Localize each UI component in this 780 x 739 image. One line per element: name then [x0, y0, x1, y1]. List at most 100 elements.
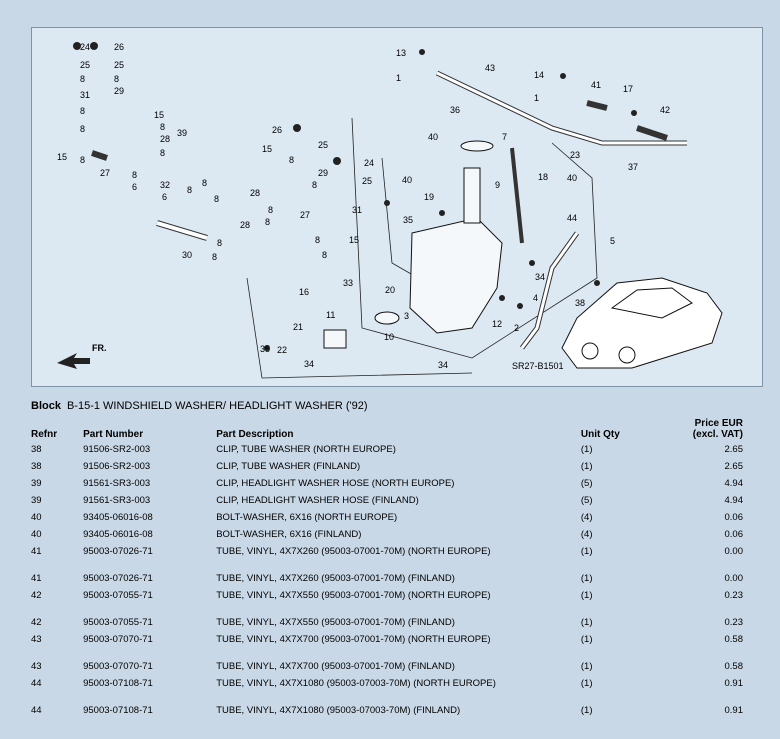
callout-label: 34 [535, 272, 545, 282]
callout-label: 8 [265, 217, 270, 227]
cell-refnr: 40 [31, 529, 42, 540]
cell-part-number: 95003-07070-71 [83, 661, 153, 672]
cell-price: 0.00 [724, 573, 744, 584]
cell-price: 4.94 [724, 495, 744, 506]
cell-price: 0.06 [724, 529, 744, 540]
cell-refnr: 44 [31, 705, 42, 716]
cell-part-number: 91506-SR2-003 [83, 461, 151, 472]
callout-label: 22 [277, 345, 287, 355]
cell-refnr: 38 [31, 461, 42, 472]
callout-label: 8 [160, 148, 165, 158]
callout-label: 7 [502, 132, 507, 142]
callout-label: 40 [567, 173, 577, 183]
cell-description: BOLT-WASHER, 6X16 (FINLAND) [216, 529, 362, 540]
callout-label: 8 [187, 185, 192, 195]
callout-label: 8 [80, 74, 85, 84]
callout-label: 27 [100, 168, 110, 178]
col-price: Price EUR(excl. VAT) [662, 418, 743, 444]
callout-label: 41 [591, 80, 601, 90]
callout-label: 1 [534, 93, 539, 103]
cell-refnr: 38 [31, 444, 42, 455]
cell-price: 0.00 [724, 546, 744, 557]
callout-label: 11 [326, 310, 335, 320]
col-part-number: Part Number [83, 429, 144, 440]
cell-description: TUBE, VINYL, 4X7X550 (95003-07001-70M) (… [216, 590, 491, 601]
cell-price: 0.06 [724, 512, 744, 523]
callout-label: 6 [132, 182, 137, 192]
parts-table: Refnr Part Number Part Description Unit … [31, 418, 743, 722]
cell-refnr: 42 [31, 590, 42, 601]
callout-label: 8 [80, 106, 85, 116]
col-unit-qty: Unit Qty [580, 429, 620, 440]
cell-refnr: 43 [31, 661, 42, 672]
cell-price: 0.23 [724, 617, 744, 628]
callout-label: 25 [114, 60, 124, 70]
callout-label: 28 [160, 134, 170, 144]
callout-label: 21 [293, 322, 303, 332]
callout-label: 25 [318, 140, 328, 150]
table-row: 40 93405-06016-08 BOLT-WASHER, 6X16 (FINLA… [31, 529, 743, 546]
callout-label: 24 [80, 42, 90, 52]
cell-description: BOLT-WASHER, 6X16 (NORTH EUROPE) [216, 512, 398, 523]
callout-label: 8 [322, 250, 327, 260]
cell-price: 0.91 [724, 705, 744, 716]
cell-description: CLIP, HEADLIGHT WASHER HOSE (NORTH EUROP… [216, 478, 455, 489]
diagram-code: SR27-B1501 [512, 361, 564, 371]
cell-unit-qty: (1) [580, 444, 593, 455]
cell-price: 4.94 [724, 478, 744, 489]
cell-price: 0.91 [724, 678, 744, 689]
block-label: Block [31, 400, 61, 412]
callout-label: 12 [492, 319, 502, 329]
callout-label: 1 [396, 73, 401, 83]
price-header-line2: (excl. VAT) [692, 429, 743, 440]
callout-label: 8 [202, 178, 207, 188]
callout-label: 34 [304, 359, 314, 369]
callout-label: 39 [177, 128, 187, 138]
callout-label: 43 [485, 63, 495, 73]
cell-part-number: 93405-06016-08 [83, 529, 153, 540]
callout-label: 5 [610, 236, 615, 246]
callout-label: 35 [260, 344, 270, 354]
callout-label: 26 [272, 125, 282, 135]
callout-label: 20 [385, 285, 395, 295]
cell-refnr: 39 [31, 478, 42, 489]
cell-price: 0.58 [724, 661, 744, 672]
cell-unit-qty: (4) [580, 529, 593, 540]
callout-label: 8 [217, 238, 222, 248]
cell-part-number: 95003-07108-71 [83, 678, 153, 689]
cell-description: TUBE, VINYL, 4X7X1080 (95003-07003-70M) … [216, 705, 461, 716]
callout-label: 37 [628, 162, 638, 172]
callout-label: 8 [268, 205, 273, 215]
callout-label: 15 [262, 144, 272, 154]
callout-label: 8 [160, 122, 165, 132]
cell-description: TUBE, VINYL, 4X7X700 (95003-07001-70M) (… [216, 661, 455, 672]
cell-description: TUBE, VINYL, 4X7X700 (95003-07001-70M) (… [216, 634, 491, 645]
cell-part-number: 95003-07055-71 [83, 617, 153, 628]
cell-unit-qty: (1) [580, 634, 593, 645]
callout-label: 8 [212, 252, 217, 262]
cell-unit-qty: (1) [580, 573, 593, 584]
cell-price: 0.58 [724, 634, 744, 645]
front-direction-arrow: FR. [57, 343, 107, 369]
callout-label: 40 [402, 175, 412, 185]
block-title: B-15-1 WINDSHIELD WASHER/ HEADLIGHT WASH… [66, 400, 368, 412]
cell-price: 2.65 [724, 444, 744, 455]
callout-label: 26 [114, 42, 124, 52]
price-header-line1: Price EUR [694, 418, 743, 429]
cell-price: 2.65 [724, 461, 744, 472]
callout-label: 8 [289, 155, 294, 165]
callout-label: 42 [660, 105, 670, 115]
callout-label: 35 [403, 215, 413, 225]
callout-label: 13 [396, 48, 406, 58]
callout-label: 27 [300, 210, 310, 220]
callout-label: 38 [575, 298, 585, 308]
cell-part-number: 95003-07026-71 [83, 546, 153, 557]
callout-label: 33 [343, 278, 353, 288]
callout-label: 34 [438, 360, 448, 370]
